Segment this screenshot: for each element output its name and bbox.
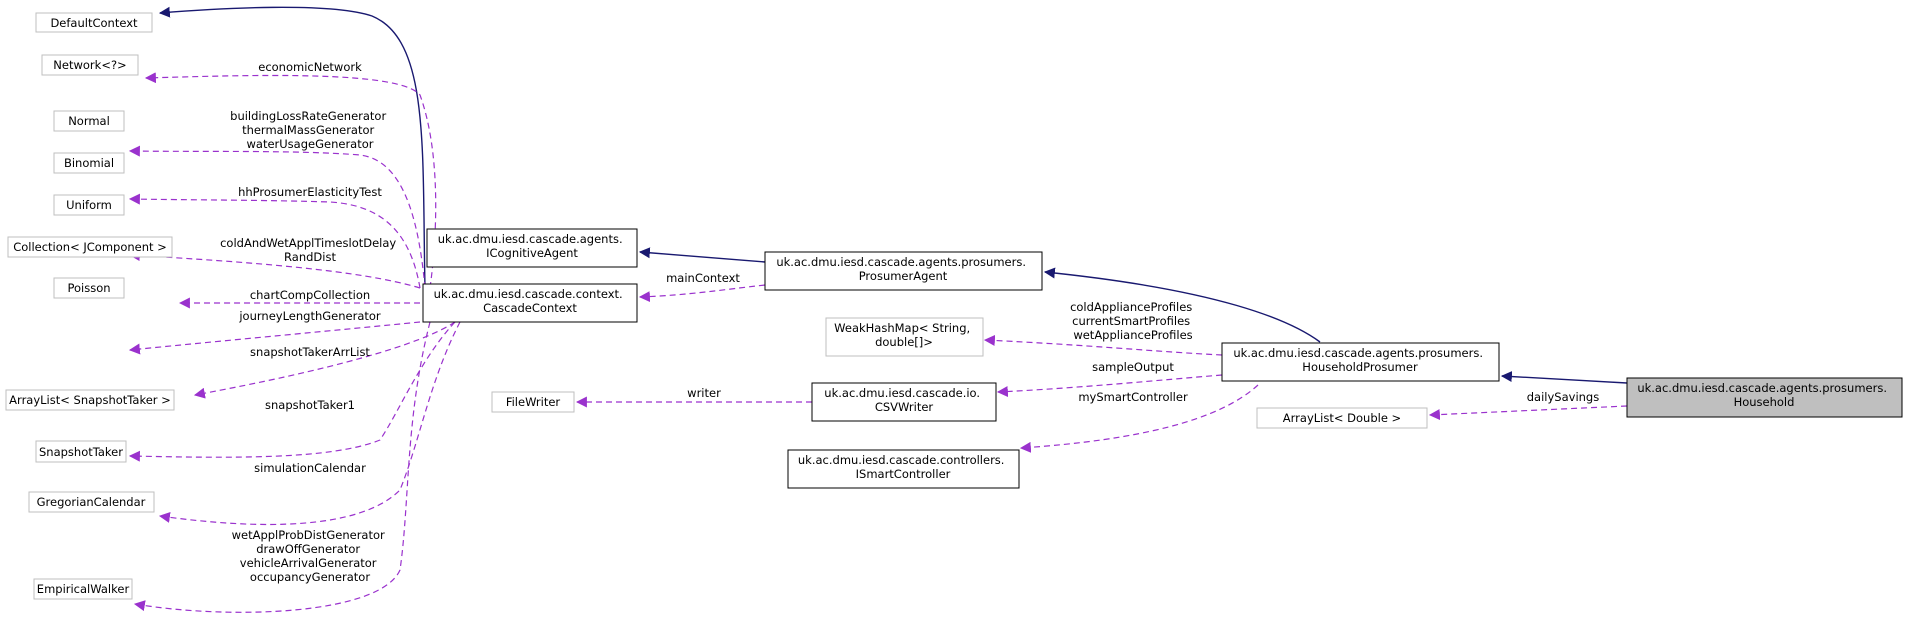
edge-label-economic-network: economicNetwork bbox=[258, 60, 362, 74]
svg-text:Collection< JComponent >: Collection< JComponent > bbox=[13, 240, 167, 254]
node-network[interactable]: Network<?> bbox=[41, 54, 139, 76]
svg-text:Binomial: Binomial bbox=[64, 156, 114, 170]
node-cascade-context[interactable]: uk.ac.dmu.iesd.cascade.context. CascadeC… bbox=[422, 283, 638, 323]
node-binomial[interactable]: Binomial bbox=[53, 152, 125, 174]
edge-label-timeslot-delay: coldAndWetApplTimeslotDelay RandDist bbox=[220, 236, 400, 264]
edge-snapshot-one bbox=[128, 321, 456, 462]
edge-sim-calendar bbox=[158, 321, 461, 526]
edge-label-daily-savings: dailySavings bbox=[1527, 390, 1599, 404]
edge-label-walker-generators: wetApplProbDistGenerator drawOffGenerato… bbox=[232, 528, 389, 584]
edge-elasticity-test bbox=[128, 193, 421, 289]
node-poisson[interactable]: Poisson bbox=[53, 277, 125, 299]
svg-text:uk.ac.dmu.iesd.cascade.control: uk.ac.dmu.iesd.cascade.controllers. ISma… bbox=[798, 453, 1008, 481]
edge-label-writer: writer bbox=[687, 386, 721, 400]
edge-label-normal-generators: buildingLossRateGenerator thermalMassGen… bbox=[230, 109, 390, 151]
svg-text:Network<?>: Network<?> bbox=[53, 58, 126, 72]
edge-household-inherits-household-prosumer bbox=[1500, 371, 1628, 384]
node-empirical-walker[interactable]: EmpiricalWalker bbox=[33, 578, 133, 600]
svg-text:uk.ac.dmu.iesd.cascade.agents.: uk.ac.dmu.iesd.cascade.agents.prosumers.… bbox=[1637, 381, 1890, 409]
edge-label-snapshot-arr: snapshotTakerArrList bbox=[250, 345, 370, 359]
node-file-writer[interactable]: FileWriter bbox=[491, 391, 575, 413]
svg-text:WeakHashMap< String, d: WeakHashMap< String, double[]> bbox=[834, 321, 974, 349]
svg-text:uk.ac.dmu.iesd.cascade.agents.: uk.ac.dmu.iesd.cascade.agents.prosumers.… bbox=[1233, 346, 1486, 374]
svg-text:GregorianCalendar: GregorianCalendar bbox=[37, 495, 146, 509]
edge-sample-output bbox=[996, 374, 1223, 398]
edge-walker-generators bbox=[133, 321, 431, 613]
node-snapshot-taker[interactable]: SnapshotTaker bbox=[35, 440, 127, 463]
svg-text:Normal: Normal bbox=[68, 114, 110, 128]
node-household[interactable]: uk.ac.dmu.iesd.cascade.agents.prosumers.… bbox=[1626, 377, 1903, 418]
node-arraylist-snapshot[interactable]: ArrayList< SnapshotTaker > bbox=[5, 389, 175, 411]
edge-label-sample-output: sampleOutput bbox=[1092, 360, 1174, 374]
svg-text:ArrayList< Double >: ArrayList< Double > bbox=[1283, 411, 1401, 425]
svg-text:uk.ac.dmu.iesd.cascade.agents.: uk.ac.dmu.iesd.cascade.agents. ICognitiv… bbox=[438, 232, 627, 260]
edge-prosumer-agent-inherits-icognitive-agent bbox=[638, 247, 766, 263]
node-household-prosumer[interactable]: uk.ac.dmu.iesd.cascade.agents.prosumers.… bbox=[1221, 342, 1500, 382]
edge-snapshot-arr bbox=[193, 321, 456, 399]
edge-journey-length bbox=[128, 321, 421, 355]
svg-text:DefaultContext: DefaultContext bbox=[50, 16, 138, 30]
edge-daily-savings bbox=[1428, 405, 1628, 421]
diagram-edges bbox=[128, 6, 1628, 613]
svg-text:SnapshotTaker: SnapshotTaker bbox=[39, 445, 123, 459]
edge-label-journey-length: journeyLengthGenerator bbox=[238, 309, 381, 323]
svg-text:uk.ac.dmu.iesd.cascade.context: uk.ac.dmu.iesd.cascade.context. CascadeC… bbox=[434, 287, 627, 315]
edge-timeslot-delay bbox=[128, 250, 421, 289]
svg-text:FileWriter: FileWriter bbox=[506, 395, 561, 409]
node-ismart-controller[interactable]: uk.ac.dmu.iesd.cascade.controllers. ISma… bbox=[787, 449, 1020, 489]
svg-text:Uniform: Uniform bbox=[66, 198, 112, 212]
node-icognitive-agent[interactable]: uk.ac.dmu.iesd.cascade.agents. ICognitiv… bbox=[426, 228, 638, 268]
edge-label-elasticity-test: hhProsumerElasticityTest bbox=[238, 185, 382, 199]
svg-text:Poisson: Poisson bbox=[67, 281, 110, 295]
svg-text:EmpiricalWalker: EmpiricalWalker bbox=[37, 582, 130, 596]
svg-text:uk.ac.dmu.iesd.cascade.agents.: uk.ac.dmu.iesd.cascade.agents.prosumers.… bbox=[776, 255, 1029, 283]
edge-label-profiles: coldApplianceProfiles currentSmartProfil… bbox=[1070, 300, 1196, 342]
node-prosumer-agent[interactable]: uk.ac.dmu.iesd.cascade.agents.prosumers.… bbox=[764, 251, 1043, 291]
edge-economic-network bbox=[144, 72, 437, 289]
edge-label-chart-comp: chartCompCollection bbox=[250, 288, 370, 302]
node-uniform[interactable]: Uniform bbox=[53, 194, 125, 216]
node-arraylist-double[interactable]: ArrayList< Double > bbox=[1256, 407, 1428, 429]
edge-main-context bbox=[638, 284, 766, 303]
edge-smart-controller bbox=[1019, 384, 1259, 453]
edge-label-main-context: mainContext bbox=[666, 271, 740, 285]
node-collection[interactable]: Collection< JComponent > bbox=[7, 236, 173, 258]
node-weak-hash-map[interactable]: WeakHashMap< String, double[]> bbox=[825, 317, 984, 357]
edge-cascade-context-inherits-default-context bbox=[158, 6, 426, 289]
node-normal[interactable]: Normal bbox=[53, 110, 125, 132]
node-gregorian-calendar[interactable]: GregorianCalendar bbox=[28, 491, 155, 513]
edge-label-snapshot-one: snapshotTaker1 bbox=[265, 398, 355, 412]
edge-label-smart-controller: mySmartController bbox=[1078, 390, 1188, 404]
edge-label-sim-calendar: simulationCalendar bbox=[254, 461, 366, 475]
node-csv-writer[interactable]: uk.ac.dmu.iesd.cascade.io. CSVWriter bbox=[811, 382, 997, 422]
edge-household-prosumer-inherits-prosumer-agent bbox=[1043, 267, 1321, 343]
svg-text:uk.ac.dmu.iesd.cascade.io.: uk.ac.dmu.iesd.cascade.io. CSVWriter bbox=[824, 386, 983, 414]
node-default-context[interactable]: DefaultContext bbox=[35, 12, 153, 33]
edge-normal-generators bbox=[128, 145, 426, 289]
diagram-nodes: DefaultContext Network<?> Normal Binomia… bbox=[5, 12, 1903, 600]
edge-profiles bbox=[983, 334, 1223, 356]
diagram-edge-labels: economicNetwork buildingLossRateGenerato… bbox=[220, 60, 1599, 584]
svg-text:ArrayList< SnapshotTaker >: ArrayList< SnapshotTaker > bbox=[9, 393, 171, 407]
